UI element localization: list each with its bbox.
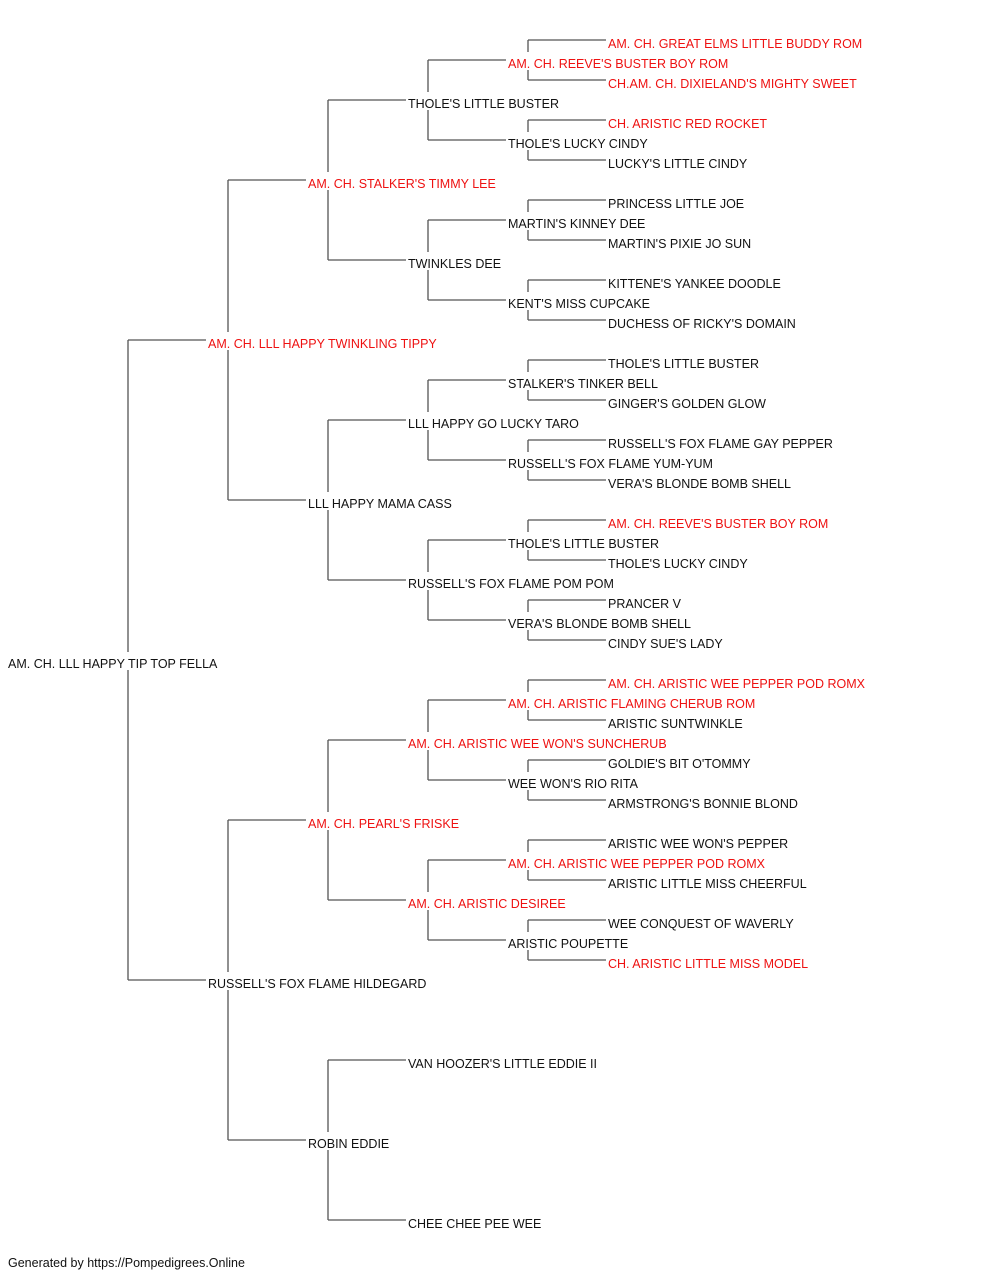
sire-name: AM. CH. LLL HAPPY TWINKLING TIPPY: [208, 337, 437, 351]
sire-name: MARTIN'S KINNEY DEE: [508, 217, 645, 231]
sire-name: STALKER'S TINKER BELL: [508, 377, 658, 391]
dam-name: VERA'S BLONDE BOMB SHELL: [508, 617, 691, 631]
sire-name: ARISTIC WEE WON'S PEPPER: [608, 837, 788, 851]
sire-name: PRINCESS LITTLE JOE: [608, 197, 744, 211]
dam-name: CHEE CHEE PEE WEE: [408, 1217, 541, 1231]
sire-name: KITTENE'S YANKEE DOODLE: [608, 277, 781, 291]
sire-name: AM. CH. ARISTIC WEE PEPPER POD ROMX: [608, 677, 866, 691]
sire-name: AM. CH. STALKER'S TIMMY LEE: [308, 177, 496, 191]
dam-name: THOLE'S LUCKY CINDY: [608, 557, 748, 571]
dam-name: THOLE'S LUCKY CINDY: [508, 137, 648, 151]
sire-name: AM. CH. PEARL'S FRISKE: [308, 817, 459, 831]
sire-name: THOLE'S LITTLE BUSTER: [508, 537, 659, 551]
sire-name: VAN HOOZER'S LITTLE EDDIE II: [408, 1057, 597, 1071]
sire-name: AM. CH. REEVE'S BUSTER BOY ROM: [508, 57, 728, 71]
sire-name: AM. CH. ARISTIC FLAMING CHERUB ROM: [508, 697, 755, 711]
dam-name: WEE WON'S RIO RITA: [508, 777, 639, 791]
dam-name: RUSSELL'S FOX FLAME HILDEGARD: [208, 977, 426, 991]
sire-name: AM. CH. ARISTIC WEE WON'S SUNCHERUB: [408, 737, 667, 751]
dam-name: CINDY SUE'S LADY: [608, 637, 723, 651]
subject-name: AM. CH. LLL HAPPY TIP TOP FELLA: [8, 657, 218, 671]
dam-name: DUCHESS OF RICKY'S DOMAIN: [608, 317, 796, 331]
dam-name: CH. ARISTIC LITTLE MISS MODEL: [608, 957, 808, 971]
sire-name: THOLE'S LITTLE BUSTER: [608, 357, 759, 371]
dam-name: VERA'S BLONDE BOMB SHELL: [608, 477, 791, 491]
dam-name: MARTIN'S PIXIE JO SUN: [608, 237, 751, 251]
sire-name: LLL HAPPY GO LUCKY TARO: [408, 417, 579, 431]
sire-name: WEE CONQUEST OF WAVERLY: [608, 917, 794, 931]
dam-name: ARISTIC LITTLE MISS CHEERFUL: [608, 877, 807, 891]
sire-name: GOLDIE'S BIT O'TOMMY: [608, 757, 751, 771]
dam-name: CH.AM. CH. DIXIELAND'S MIGHTY SWEET: [608, 77, 857, 91]
sire-name: THOLE'S LITTLE BUSTER: [408, 97, 559, 111]
sire-name: PRANCER V: [608, 597, 682, 611]
sire-name: AM. CH. REEVE'S BUSTER BOY ROM: [608, 517, 828, 531]
sire-name: AM. CH. ARISTIC WEE PEPPER POD ROMX: [508, 857, 766, 871]
dam-name: ARMSTRONG'S BONNIE BLOND: [608, 797, 798, 811]
dam-name: LUCKY'S LITTLE CINDY: [608, 157, 748, 171]
sire-name: CH. ARISTIC RED ROCKET: [608, 117, 767, 131]
dam-name: TWINKLES DEE: [408, 257, 501, 271]
dam-name: LLL HAPPY MAMA CASS: [308, 497, 452, 511]
sire-name: RUSSELL'S FOX FLAME GAY PEPPER: [608, 437, 833, 451]
dam-name: ROBIN EDDIE: [308, 1137, 389, 1151]
dam-name: AM. CH. ARISTIC DESIREE: [408, 897, 566, 911]
dam-name: ARISTIC POUPETTE: [508, 937, 628, 951]
footer-credit: Generated by https://Pompedigrees.Online: [8, 1256, 245, 1270]
dam-name: RUSSELL'S FOX FLAME YUM-YUM: [508, 457, 713, 471]
dam-name: GINGER'S GOLDEN GLOW: [608, 397, 766, 411]
dam-name: ARISTIC SUNTWINKLE: [608, 717, 743, 731]
sire-name: AM. CH. GREAT ELMS LITTLE BUDDY ROM: [608, 37, 862, 51]
dam-name: RUSSELL'S FOX FLAME POM POM: [408, 577, 614, 591]
dam-name: KENT'S MISS CUPCAKE: [508, 297, 650, 311]
